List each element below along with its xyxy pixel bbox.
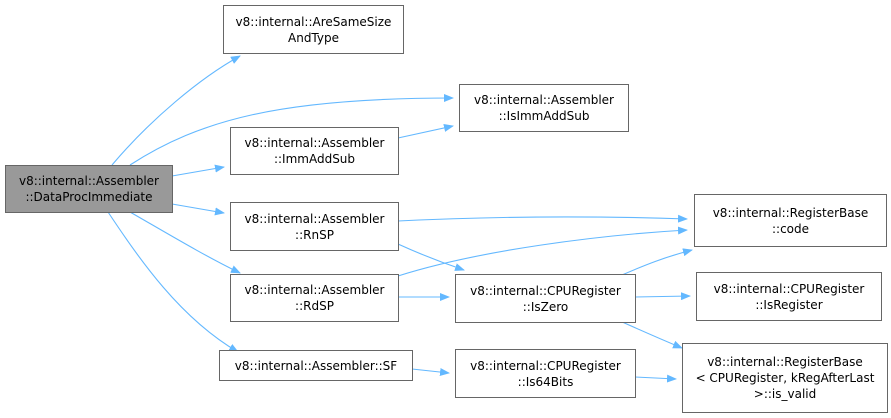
edge-sf-is64bits	[411, 368, 450, 377]
node-rd-sp[interactable]: v8::internal::Assembler ::RdSP	[230, 274, 399, 322]
node-label-line2: ::IsZero	[522, 299, 569, 314]
edge-rnsp-code	[397, 214, 688, 223]
node-label-line1: v8::internal::Assembler	[244, 211, 385, 226]
node-label-line2: < CPURegister, kRegAfterLast	[695, 371, 875, 385]
node-label-line1: v8::internal::Assembler	[244, 136, 385, 150]
node-label-line1: v8::internal::CPURegister	[470, 283, 621, 298]
node-label-line3: >::is_valid	[753, 387, 817, 401]
edge-iszero-code	[621, 248, 693, 276]
node-are-same-size-and-type[interactable]: v8::internal::AreSameSize AndType	[223, 5, 404, 54]
edge-root-sf	[107, 211, 239, 353]
node-label-line2: ::DataProcImmediate	[25, 190, 153, 204]
node-label-line1: v8::internal::CPURegister	[713, 281, 865, 296]
node-label-line2: ::ImmAddSub	[273, 152, 356, 166]
node-label-line1: v8::internal::RegisterBase	[707, 355, 863, 369]
node-label-line2: ::IsImmAddSub	[498, 109, 590, 123]
node-label-line2: ::code	[771, 221, 810, 236]
node-label-line2: ::Is64Bits	[517, 374, 574, 389]
node-register-base-is-valid[interactable]: v8::internal::RegisterBase < CPURegister…	[682, 343, 888, 413]
edge-immaddsub-isimmaddsub	[397, 124, 454, 139]
edge-rnsp-iszero	[397, 243, 465, 271]
node-label-line2: ::IsRegister	[755, 297, 823, 312]
node-label-line2: AndType	[288, 30, 339, 45]
edge-iszero-isregister	[634, 292, 691, 301]
edge-root-isimmaddsub	[129, 94, 454, 166]
node-imm-add-sub[interactable]: v8::internal::Assembler ::ImmAddSub	[230, 127, 399, 175]
node-label-line1: v8::internal::RegisterBase	[712, 205, 869, 220]
edge-rdsp-code	[397, 226, 688, 277]
edge-root-immaddsub	[171, 164, 225, 177]
node-label-line1: v8::internal::Assembler	[244, 283, 385, 297]
edge-iszero-isvalid	[619, 320, 683, 349]
edge-root-aresamesize	[111, 55, 241, 166]
node-label-line1: v8::internal::Assembler::SF	[234, 358, 398, 373]
node-is-64-bits[interactable]: v8::internal::CPURegister ::Is64Bits	[455, 349, 636, 398]
node-is-imm-add-sub[interactable]: v8::internal::Assembler ::IsImmAddSub	[459, 84, 629, 132]
node-is-zero[interactable]: v8::internal::CPURegister ::IsZero	[455, 274, 636, 323]
node-register-base-code[interactable]: v8::internal::RegisterBase ::code	[694, 194, 887, 247]
node-rn-sp[interactable]: v8::internal::Assembler ::RnSP	[230, 202, 399, 251]
node-label-line1: v8::internal::AreSameSize	[235, 14, 392, 29]
node-label-line2: ::RnSP	[295, 227, 334, 242]
node-label-line2: ::RdSP	[295, 299, 334, 313]
node-data-proc-immediate: v8::internal::Assembler ::DataProcImmedi…	[5, 165, 173, 213]
edge-root-rnsp	[171, 203, 225, 216]
node-label-line1: v8::internal::CPURegister	[470, 358, 621, 373]
node-sf[interactable]: v8::internal::Assembler::SF	[219, 350, 413, 381]
edge-is64bits-isvalid	[634, 374, 677, 383]
edge-root-rdsp	[129, 211, 241, 274]
node-label-line1: v8::internal::Assembler	[473, 93, 614, 107]
node-label-line1: v8::internal::Assembler	[18, 174, 159, 188]
node-is-register[interactable]: v8::internal::CPURegister ::IsRegister	[696, 272, 882, 321]
